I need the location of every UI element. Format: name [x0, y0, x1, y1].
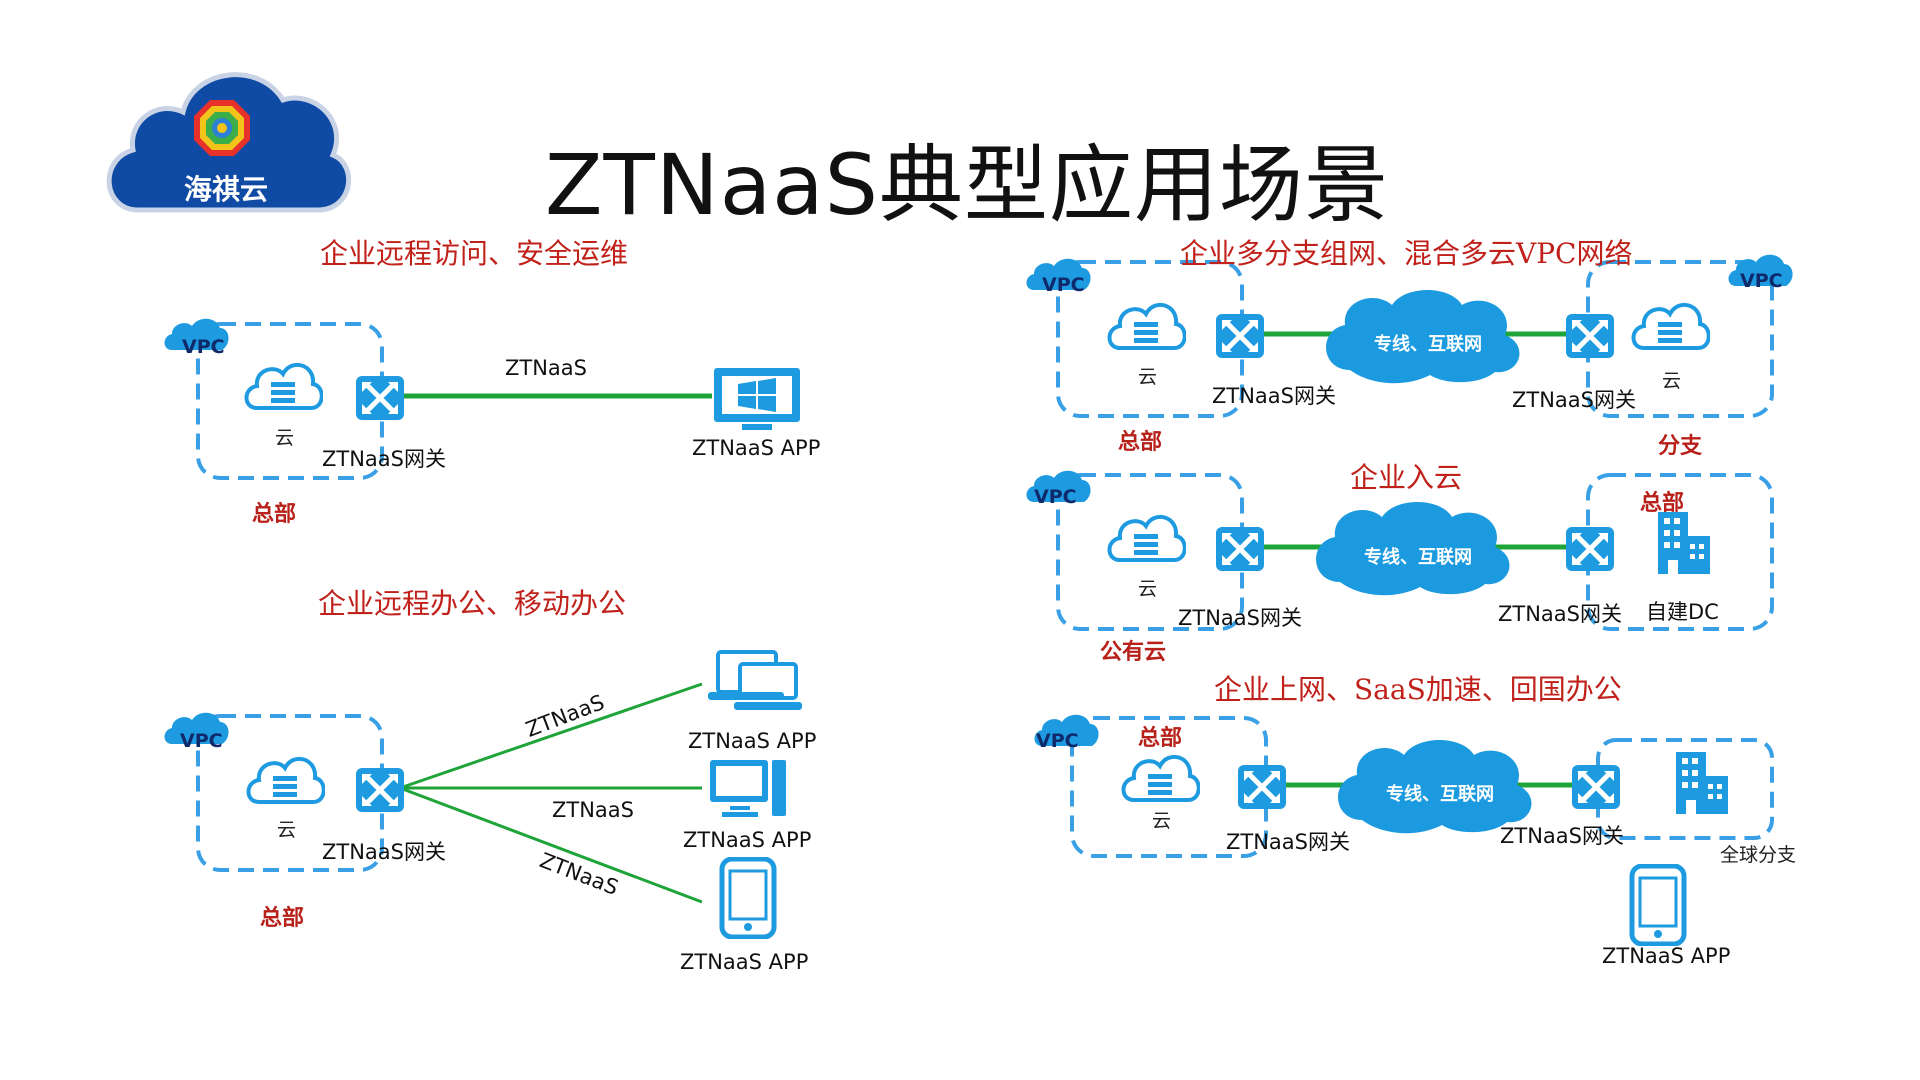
- scenario3-title: 企业多分支组网、混合多云VPC网络: [1180, 237, 1633, 270]
- site-label-left: 总部: [1138, 725, 1183, 751]
- site-label: 总部: [252, 501, 297, 527]
- gateway-label-right: ZTNaaS网关: [1500, 824, 1624, 848]
- site-label-right: 分支: [1658, 433, 1703, 459]
- page-title: ZTNaaS典型应用场景: [545, 136, 1389, 234]
- scenario1-title: 企业远程访问、安全运维: [320, 237, 629, 270]
- cloud-label: 云: [1152, 810, 1172, 832]
- cloud-label: 云: [275, 427, 295, 449]
- gateway-label-left: ZTNaaS网关: [1178, 606, 1302, 630]
- link-label: ZTNaaS: [505, 356, 587, 380]
- network-label: 专线、互联网: [1374, 334, 1482, 355]
- network-cloud-icon-s5: [1338, 740, 1532, 834]
- cloud-label-right: 云: [1662, 370, 1682, 392]
- vpc-cloud-icon: [1034, 714, 1099, 746]
- gateway-label-right: ZTNaaS网关: [1512, 388, 1636, 412]
- vpc-label: VPC: [1034, 486, 1077, 508]
- network-label: 专线、互联网: [1364, 547, 1472, 568]
- vpc-cloud-icon: [1026, 258, 1091, 290]
- site-label-right: 总部: [1640, 490, 1685, 516]
- site-label-left: 总部: [1118, 429, 1163, 455]
- link-s2-c: [399, 786, 703, 904]
- app-label-2: ZTNaaS APP: [683, 828, 812, 852]
- scenario5-title: 企业上网、SaaS加速、回国办公: [1214, 673, 1622, 706]
- vpc-label: VPC: [182, 336, 225, 358]
- network-cloud-icon-s3: [1326, 290, 1520, 384]
- gateway-label-left: ZTNaaS网关: [1212, 384, 1336, 408]
- app-label-1: ZTNaaS APP: [688, 729, 817, 753]
- gateway-label-right: ZTNaaS网关: [1498, 602, 1622, 626]
- gateway-label: ZTNaaS网关: [322, 840, 446, 864]
- vpc-label-right: VPC: [1740, 270, 1783, 292]
- vpc-label-left: VPC: [1042, 274, 1085, 296]
- link-s2-a: [399, 682, 703, 790]
- vpc-cloud-icon: [164, 712, 229, 744]
- site-label-left: 公有云: [1100, 639, 1167, 665]
- dc-label: 自建DC: [1646, 600, 1719, 624]
- scenario2-title: 企业远程办公、移动办公: [318, 587, 627, 620]
- app-label: ZTNaaS APP: [1602, 944, 1731, 968]
- dc-box-s4-right: [1586, 473, 1774, 631]
- cloud-label-left: 云: [1138, 366, 1158, 388]
- network-cloud-icon-s4: [1316, 502, 1510, 596]
- vpc-label: VPC: [180, 730, 223, 752]
- scenario4-title: 企业入云: [1350, 461, 1463, 494]
- link-label-2: ZTNaaS: [552, 798, 634, 822]
- vpc-box-s3-right: [1586, 260, 1774, 418]
- vpc-cloud-icon: [1026, 470, 1091, 502]
- logo: 海祺云: [98, 50, 358, 220]
- cloud-label: 云: [277, 819, 297, 841]
- gateway-label-left: ZTNaaS网关: [1226, 830, 1350, 854]
- vpc-label: VPC: [1036, 730, 1079, 752]
- app-label: ZTNaaS APP: [692, 436, 821, 460]
- site-label: 总部: [260, 905, 305, 931]
- branch-label: 全球分支: [1720, 844, 1797, 866]
- cloud-label: 云: [1138, 578, 1158, 600]
- logo-emblem-icon: [194, 100, 250, 156]
- logo-cloud-icon: [106, 72, 351, 213]
- network-label: 专线、互联网: [1386, 784, 1494, 805]
- app-label-3: ZTNaaS APP: [680, 950, 809, 974]
- logo-text: 海祺云: [184, 173, 269, 206]
- vpc-cloud-icon: [164, 318, 229, 350]
- vpc-cloud-icon: [1728, 254, 1793, 286]
- gateway-label: ZTNaaS网关: [322, 447, 446, 471]
